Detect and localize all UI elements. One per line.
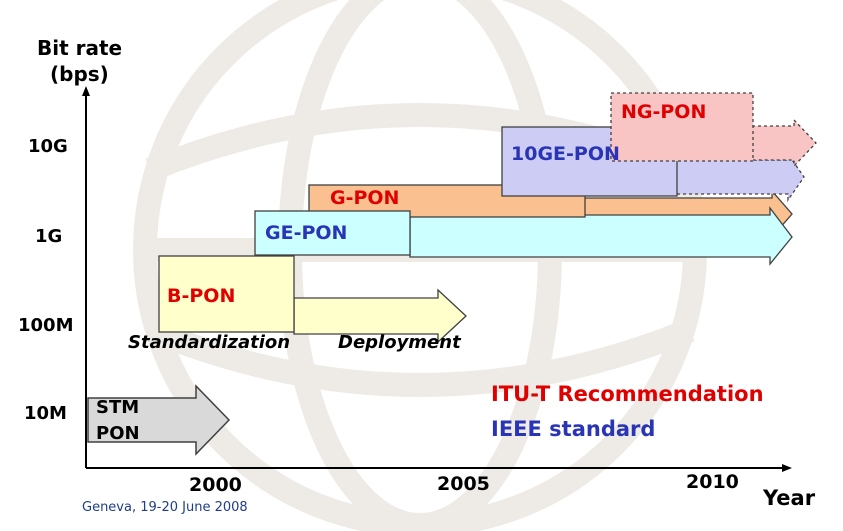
y-axis-title-line1: Bit rate	[37, 36, 123, 60]
y-tick-1g: 1G	[35, 226, 63, 247]
10gepon-label: 10GE-PON	[511, 143, 620, 165]
10gepon-deployment-arrow	[675, 151, 805, 203]
stm-pon-label-line2: PON	[96, 423, 140, 444]
ngpon-standardization-box	[610, 92, 754, 162]
x-tick-2010: 2010	[686, 471, 739, 493]
gepon-label: GE-PON	[265, 222, 348, 244]
stm-pon-label-line1: STM	[96, 397, 140, 418]
standardization-label: Standardization	[128, 332, 291, 353]
y-tick-100m: 100M	[18, 315, 74, 336]
x-axis-title: Year	[763, 486, 816, 510]
bpon-label: B-PON	[167, 285, 236, 307]
stm-pon-arrow	[87, 384, 231, 456]
gepon-deployment-arrow	[409, 206, 793, 266]
bpon-standardization-box	[158, 255, 295, 333]
x-tick-2005: 2005	[437, 473, 490, 495]
y-tick-10g: 10G	[28, 136, 68, 157]
ngpon-label: NG-PON	[621, 101, 707, 123]
bpon-deployment-arrow	[293, 288, 467, 344]
y-axis-title-line2: (bps)	[50, 62, 109, 86]
ngpon-deployment-arrow	[751, 118, 817, 168]
y-tick-10m: 10M	[24, 403, 67, 424]
axes	[82, 86, 792, 472]
x-tick-2000: 2000	[189, 474, 242, 496]
deployment-label: Deployment	[338, 332, 461, 353]
legend-itu: ITU-T Recommendation	[491, 382, 764, 406]
gpon-label: G-PON	[330, 187, 400, 209]
legend-ieee: IEEE standard	[491, 417, 656, 441]
gepon-standardization-box	[254, 210, 411, 256]
footer-text: Geneva, 19-20 June 2008	[82, 500, 248, 515]
